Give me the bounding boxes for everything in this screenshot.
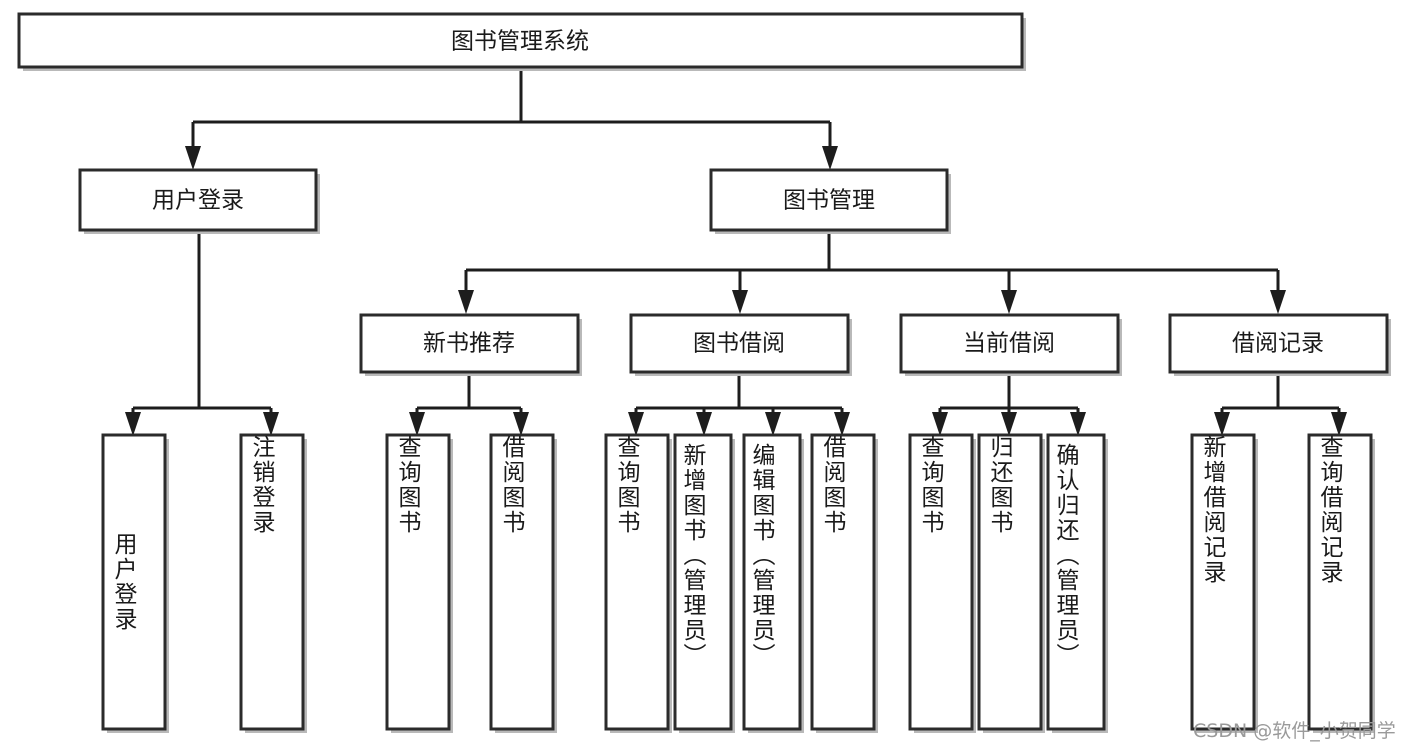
connector-root-to-level2	[185, 68, 838, 170]
leaf-label-return-book: 归还图书	[986, 435, 1012, 535]
connector-userlogin-to-leaves	[125, 232, 279, 436]
leaf-box-borrow-book[interactable]	[810, 433, 878, 733]
leaf-box-query-borrow-record[interactable]	[1307, 433, 1375, 733]
leaf-box-confirm-return-admin[interactable]	[1046, 433, 1108, 733]
connector-bookmgmt-to-level3	[458, 232, 1286, 314]
connector-borrowrecord-to-leaves	[1214, 375, 1347, 436]
node-new-book-recommend[interactable]: 新书推荐	[359, 313, 582, 376]
node-user-login[interactable]: 用户登录	[78, 168, 320, 234]
leaf-label-edit-book-admin: 编辑图书（管理员）	[748, 443, 774, 668]
node-current-borrow-label: 当前借阅	[963, 331, 1055, 357]
leaf-label-logout: 注销登录	[248, 435, 274, 535]
csdn-watermark: CSDN @软件_小贺同学	[1193, 720, 1396, 742]
leaf-box-return-book[interactable]	[977, 433, 1045, 733]
leaf-label-query-book-current: 查询图书	[917, 435, 943, 535]
node-book-management-label: 图书管理	[783, 188, 875, 214]
leaf-box-edit-book-admin[interactable]	[742, 433, 804, 733]
leaf-label-borrow-book-newbook: 借阅图书	[498, 435, 524, 535]
connector-newbook-to-leaves	[409, 375, 529, 436]
node-book-borrow[interactable]: 图书借阅	[629, 313, 852, 376]
connector-bookborrow-to-leaves	[628, 375, 850, 436]
node-book-borrow-label: 图书借阅	[693, 331, 785, 357]
connector-currentborrow-to-leaves	[932, 375, 1086, 436]
node-book-management[interactable]: 图书管理	[709, 168, 951, 234]
leaf-box-query-book-borrow[interactable]	[604, 433, 672, 733]
leaf-label-query-book-newbook: 查询图书	[394, 435, 420, 535]
leaf-label-confirm-return-admin: 确认归还（管理员）	[1052, 443, 1078, 668]
leaf-box-user-login[interactable]	[101, 433, 169, 733]
node-root[interactable]: 图书管理系统	[17, 12, 1026, 71]
leaf-label-user-login: 用户登录	[110, 532, 136, 632]
node-root-label: 图书管理系统	[451, 29, 589, 55]
node-current-borrow[interactable]: 当前借阅	[899, 313, 1122, 376]
leaf-box-query-book-current[interactable]	[908, 433, 976, 733]
node-borrow-record-label: 借阅记录	[1232, 331, 1324, 357]
leaf-box-borrow-book-newbook[interactable]	[489, 433, 557, 733]
leaf-box-add-book-admin[interactable]	[673, 433, 735, 733]
leaf-box-logout[interactable]	[239, 433, 307, 733]
node-user-login-label: 用户登录	[152, 188, 244, 214]
leaf-label-borrow-book: 借阅图书	[819, 435, 845, 535]
leaf-label-query-book-borrow: 查询图书	[613, 435, 639, 535]
leaf-label-add-book-admin: 新增图书（管理员）	[679, 443, 705, 668]
node-borrow-record[interactable]: 借阅记录	[1168, 313, 1391, 376]
leaf-box-add-borrow-record[interactable]	[1190, 433, 1258, 733]
leaf-label-add-borrow-record: 新增借阅记录	[1199, 435, 1225, 585]
node-new-book-recommend-label: 新书推荐	[423, 331, 515, 357]
leaf-box-query-book-newbook[interactable]	[385, 433, 453, 733]
leaf-label-query-borrow-record: 查询借阅记录	[1316, 435, 1342, 585]
